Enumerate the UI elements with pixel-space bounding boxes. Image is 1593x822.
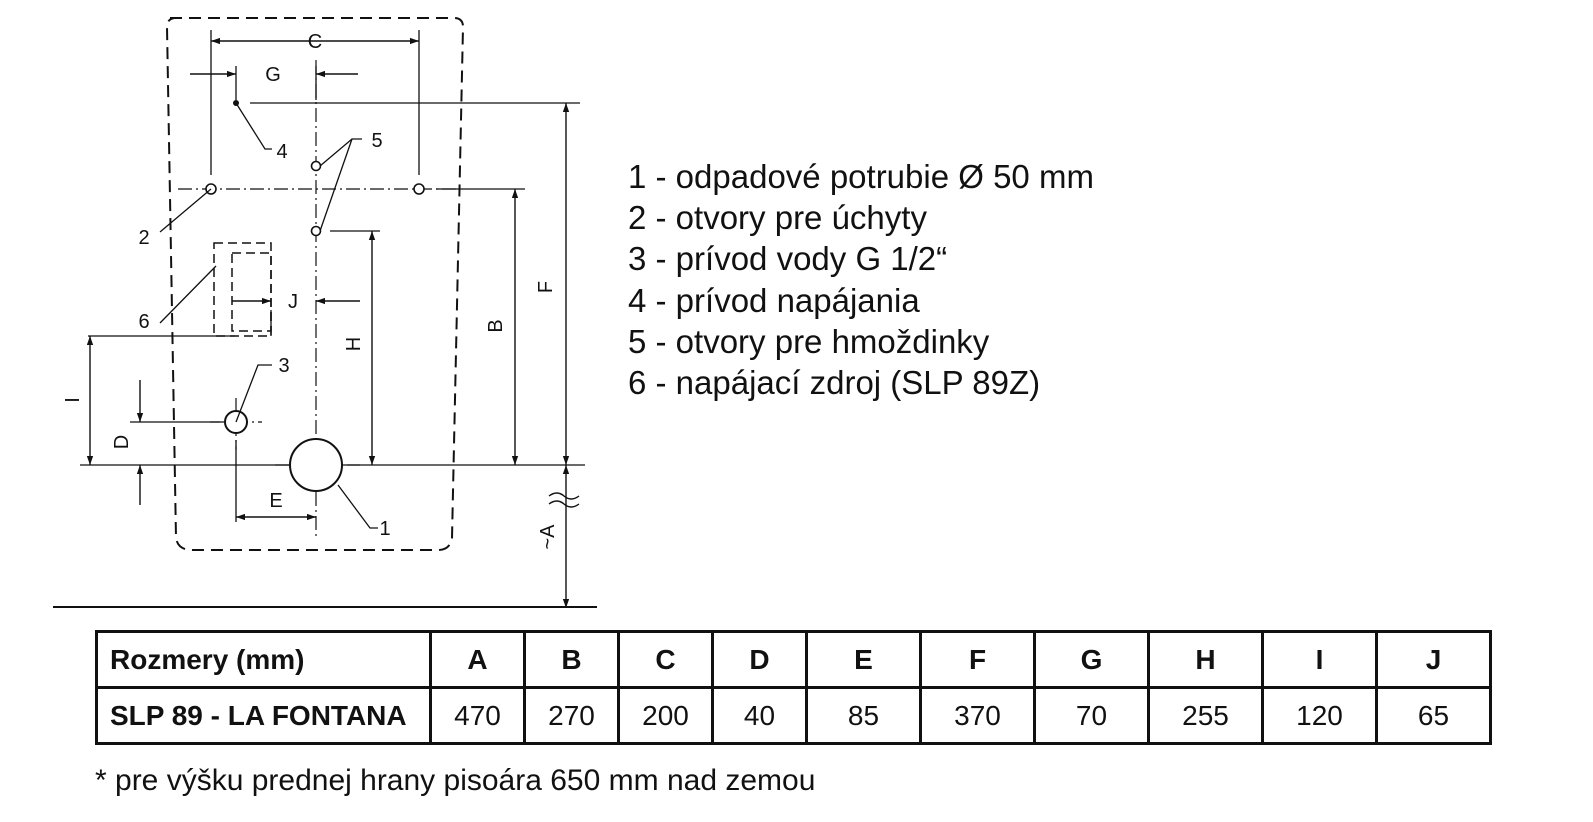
value-f: 370 <box>919 686 1036 745</box>
dimension-lines <box>86 37 570 608</box>
mounting-hole-right <box>413 183 425 195</box>
extension-lines <box>80 30 585 522</box>
callout-2: 2 <box>138 227 149 249</box>
footnote: * pre výšku prednej hrany pisoára 650 mm… <box>95 764 816 797</box>
dowel-hole-upper <box>310 160 322 172</box>
legend-item-2: 2 - otvory pre úchyty <box>628 199 927 237</box>
row-label: SLP 89 - LA FONTANA <box>95 686 432 745</box>
table-header-row: Rozmery (mm) A B C D E F G H I J <box>95 630 1492 689</box>
column-header-i: I <box>1261 630 1378 689</box>
column-header-e: E <box>805 630 922 689</box>
column-header-f: F <box>919 630 1036 689</box>
dim-label-h: H <box>343 337 365 351</box>
value-g: 70 <box>1033 686 1150 745</box>
break-symbol <box>548 492 580 508</box>
callout-5: 5 <box>371 130 382 152</box>
dim-label-i: I <box>62 397 84 403</box>
column-header-g: G <box>1033 630 1150 689</box>
dowel-hole-lower <box>310 225 322 237</box>
value-e: 85 <box>805 686 922 745</box>
dim-label-a: ~A <box>537 524 559 550</box>
legend: 1 - odpadové potrubie Ø 50 mm 2 - otvory… <box>628 156 1094 403</box>
dim-label-e: E <box>269 490 282 512</box>
legend-item-1: 1 - odpadové potrubie Ø 50 mm <box>628 158 1094 195</box>
leader-lines <box>159 102 378 529</box>
dim-label-g: G <box>265 64 281 86</box>
legend-item-5: 5 - otvory pre hmoždinky <box>628 322 990 360</box>
column-header-a: A <box>429 630 526 689</box>
waste-pipe-hole <box>289 438 343 492</box>
column-header-c: C <box>617 630 714 689</box>
callout-1: 1 <box>379 518 390 540</box>
column-header-h: H <box>1147 630 1264 689</box>
callout-3: 3 <box>278 355 289 377</box>
dim-label-c: C <box>308 31 322 53</box>
value-i: 120 <box>1261 686 1378 745</box>
legend-item-3: 3 - prívod vody G 1/2“ <box>628 240 948 278</box>
dim-label-j: J <box>288 291 298 313</box>
value-c: 200 <box>617 686 714 745</box>
urinal-outline <box>165 17 465 551</box>
dim-label-b: B <box>485 319 507 332</box>
value-d: 40 <box>711 686 808 745</box>
column-header-j: J <box>1375 630 1492 689</box>
value-j: 65 <box>1375 686 1492 745</box>
dimensions-table: Rozmery (mm) A B C D E F G H I J SLP 89 … <box>95 630 1492 745</box>
callout-6: 6 <box>138 311 149 333</box>
table-row: SLP 89 - LA FONTANA 470 270 200 40 85 37… <box>95 686 1492 745</box>
legend-item-4: 4 - prívod napájania <box>628 281 920 319</box>
value-h: 255 <box>1147 686 1264 745</box>
column-header-b: B <box>523 630 620 689</box>
legend-item-6: 6 - napájací zdroj (SLP 89Z) <box>628 364 1041 402</box>
dim-label-d: D <box>111 435 133 449</box>
column-header-d: D <box>711 630 808 689</box>
callout-4: 4 <box>276 141 287 163</box>
dim-label-f: F <box>535 281 557 293</box>
value-b: 270 <box>523 686 620 745</box>
value-a: 470 <box>429 686 526 745</box>
power-supply-box <box>213 242 272 337</box>
table-header-label: Rozmery (mm) <box>95 630 432 689</box>
